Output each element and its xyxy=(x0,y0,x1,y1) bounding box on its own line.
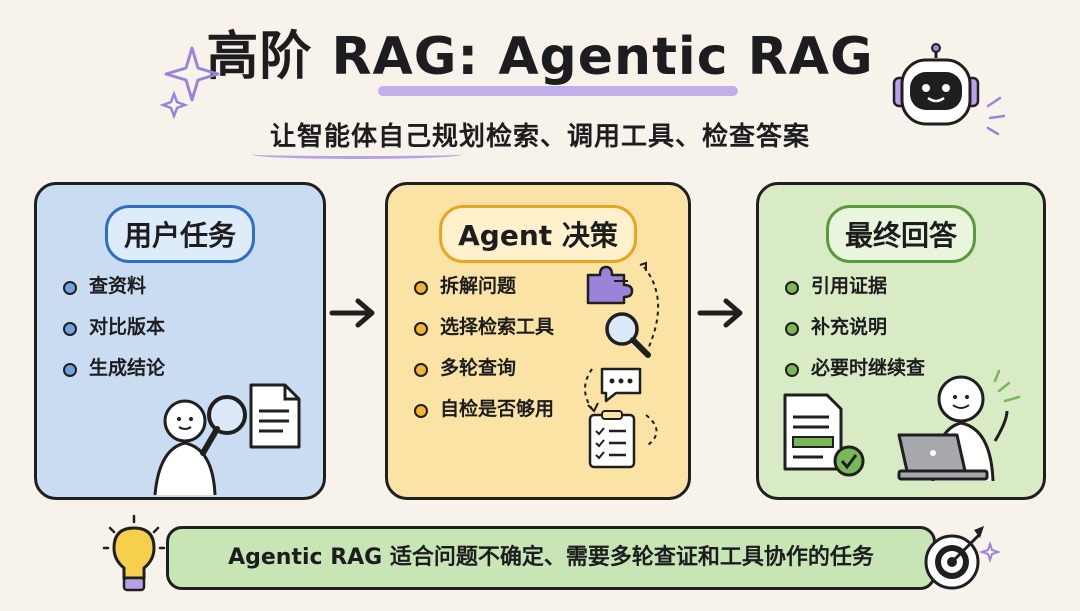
bullet xyxy=(785,363,799,377)
panel-final-answer: 最终回答 引用证据 补充说明 必要时继续查 xyxy=(756,182,1046,500)
bullet xyxy=(785,281,799,295)
document-check-icon xyxy=(783,393,865,477)
list-item: 生成结论 xyxy=(63,353,165,394)
sparkle-icon xyxy=(159,46,220,120)
panel-agent-decision-title: Agent 决策 xyxy=(439,205,637,263)
bullet xyxy=(63,363,77,377)
bullet xyxy=(63,281,77,295)
list-item: 补充说明 xyxy=(785,312,925,353)
panel-agent-decision: Agent 决策 拆解问题 选择检索工具 多轮查询 自检是否够用 xyxy=(385,182,691,500)
list-item: 选择检索工具 xyxy=(414,312,554,353)
list-item: 对比版本 xyxy=(63,312,165,353)
panel-user-task: 用户任务 查资料 对比版本 生成结论 xyxy=(34,182,326,500)
arrow-right-icon xyxy=(329,298,375,328)
final-answer-list: 引用证据 补充说明 必要时继续查 xyxy=(785,271,925,394)
panel-user-task-title: 用户任务 xyxy=(104,205,256,263)
list-item: 拆解问题 xyxy=(414,271,554,312)
subtitle-underline xyxy=(252,150,462,159)
list-item: 自检是否够用 xyxy=(414,394,554,435)
title-underline xyxy=(378,86,738,96)
bullet xyxy=(63,322,77,336)
document-icon xyxy=(249,383,301,449)
bullet xyxy=(414,281,428,295)
bullet xyxy=(785,322,799,336)
panel-final-answer-title: 最终回答 xyxy=(825,205,977,263)
chat-icon xyxy=(600,367,642,403)
puzzle-icon xyxy=(586,265,634,305)
list-item: 必要时继续查 xyxy=(785,353,925,394)
agent-decision-list: 拆解问题 选择检索工具 多轮查询 自检是否够用 xyxy=(414,271,554,435)
bullet xyxy=(414,404,428,418)
summary-banner: Agentic RAG 适合问题不确定、需要多轮查证和工具协作的任务 xyxy=(166,526,936,590)
robot-icon xyxy=(892,43,1006,136)
search-icon xyxy=(605,312,651,358)
laptop-icon xyxy=(897,369,1021,482)
lightbulb-icon xyxy=(102,514,166,592)
magnifier-icon xyxy=(153,395,247,496)
list-item: 查资料 xyxy=(63,271,165,312)
user-task-list: 查资料 对比版本 生成结论 xyxy=(63,271,165,394)
list-item: 多轮查询 xyxy=(414,353,554,394)
arrow-right-icon xyxy=(697,298,743,328)
checklist-icon xyxy=(588,410,636,469)
list-item: 引用证据 xyxy=(785,271,925,312)
bullet xyxy=(414,363,428,377)
page-subtitle: 让智能体自己规划检索、调用工具、检查答案 xyxy=(269,122,810,152)
target-icon xyxy=(924,526,1002,590)
bullet xyxy=(414,322,428,336)
cycle-arrows-icon xyxy=(584,261,659,446)
page-title: 高阶 RAG: Agentic RAG xyxy=(206,27,874,87)
